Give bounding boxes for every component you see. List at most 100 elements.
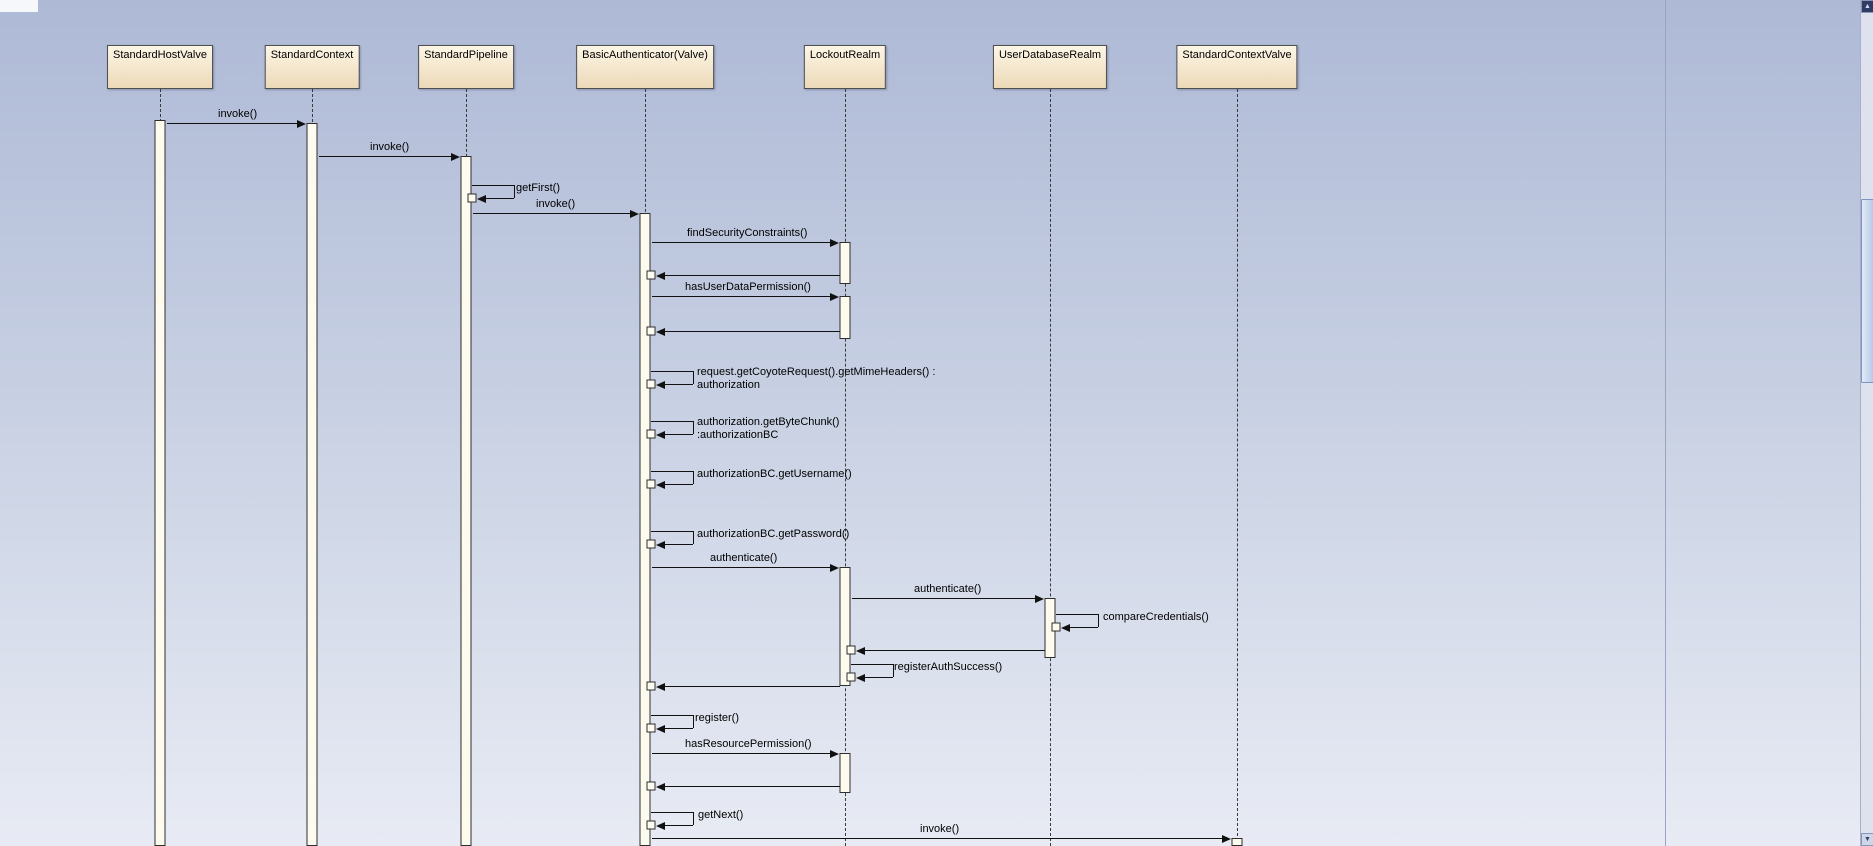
- arrowhead-right-icon: [829, 293, 839, 301]
- participant-header-userdatabaserealm[interactable]: UserDatabaseRealm: [992, 45, 1108, 89]
- arrowhead-left-icon: [855, 674, 865, 682]
- call-message-line: [651, 567, 831, 568]
- participant-header-standardhostvalve[interactable]: StandardHostValve: [107, 45, 213, 89]
- return-message-line: [664, 275, 840, 276]
- arrowhead-left-icon: [655, 783, 665, 791]
- self-message-top-line: [650, 421, 693, 422]
- arrowhead-right-icon: [829, 239, 839, 247]
- message-label: register(): [695, 712, 740, 724]
- arrowhead-left-icon: [655, 431, 665, 439]
- return-marker-square: [646, 379, 655, 389]
- self-message-bottom-line: [664, 825, 693, 826]
- arrowhead-right-icon: [829, 750, 839, 758]
- self-message-side-line: [692, 531, 694, 544]
- message-label: hasResourcePermission(): [685, 738, 812, 750]
- arrowhead-right-icon: [1034, 595, 1044, 603]
- return-marker-square: [646, 479, 655, 489]
- self-message-side-line: [692, 715, 694, 728]
- activation-bar-standardcontext: [306, 123, 318, 846]
- self-message-side-line: [692, 421, 694, 434]
- call-message-line: [651, 753, 831, 754]
- return-marker-square: [646, 326, 655, 336]
- canvas-corner: [0, 0, 38, 12]
- message-label: invoke(): [218, 108, 258, 120]
- arrowhead-left-icon: [655, 328, 665, 336]
- return-marker-square: [646, 820, 655, 830]
- message-label: invoke(): [370, 141, 410, 153]
- scroll-up-icon[interactable]: ▲: [1861, 0, 1873, 13]
- arrowhead-right-icon: [829, 564, 839, 572]
- self-message-top-line: [650, 371, 693, 372]
- scrollbar-thumb[interactable]: [1861, 199, 1873, 383]
- activation-bar-standardpipeline: [460, 156, 472, 846]
- self-message-side-line: [692, 471, 694, 484]
- self-message-top-line: [650, 812, 693, 813]
- message-label: invoke(): [920, 823, 960, 835]
- participant-header-basicauthenticator-valve[interactable]: BasicAuthenticator(Valve): [576, 45, 714, 89]
- return-marker-square: [646, 270, 655, 280]
- call-message-line: [651, 838, 1223, 839]
- return-marker-square: [646, 681, 655, 691]
- participant-header-standardcontext[interactable]: StandardContext: [264, 45, 360, 89]
- participant-header-standardpipeline[interactable]: StandardPipeline: [418, 45, 514, 89]
- activation-bar-standardhostvalve: [154, 120, 166, 846]
- lifeline-lockoutrealm: [845, 89, 846, 846]
- return-message-line: [664, 331, 840, 332]
- return-marker-square: [846, 672, 855, 682]
- return-marker-square: [646, 429, 655, 439]
- arrowhead-left-icon: [655, 683, 665, 691]
- self-message-top-line: [650, 531, 693, 532]
- self-message-bottom-line: [664, 544, 693, 545]
- message-label: registerAuthSuccess(): [894, 661, 1003, 673]
- arrowhead-left-icon: [655, 272, 665, 280]
- return-message-line: [864, 650, 1045, 651]
- lifeline-userdatabaserealm: [1050, 89, 1051, 846]
- self-message-top-line: [650, 471, 693, 472]
- arrowhead-right-icon: [1221, 835, 1231, 843]
- self-message-side-line: [513, 185, 515, 198]
- arrowhead-right-icon: [629, 210, 639, 218]
- vertical-scrollbar[interactable]: ▲ ▼: [1860, 0, 1873, 846]
- return-marker-square: [646, 781, 655, 791]
- message-label: findSecurityConstraints(): [687, 227, 808, 239]
- activation-bar-standardcontextvalve: [1231, 838, 1243, 846]
- message-label: authorizationBC.getPassword(): [697, 528, 850, 540]
- arrowhead-left-icon: [1060, 624, 1070, 632]
- scroll-down-icon[interactable]: ▼: [1861, 833, 1873, 846]
- page-boundary-line: [1665, 0, 1666, 846]
- return-message-line: [664, 786, 840, 787]
- participant-header-lockoutrealm[interactable]: LockoutRealm: [803, 45, 887, 89]
- self-message-side-line: [892, 664, 894, 677]
- participant-header-standardcontextvalve[interactable]: StandardContextValve: [1176, 45, 1298, 89]
- message-label: authorization.getByteChunk(): [697, 416, 840, 428]
- activation-bar-lockoutrealm: [839, 296, 851, 339]
- lifeline-standardcontextvalve: [1237, 89, 1238, 846]
- self-message-bottom-line: [485, 198, 514, 199]
- self-message-top-line: [471, 185, 514, 186]
- arrowhead-left-icon: [655, 381, 665, 389]
- message-label: getNext(): [698, 809, 744, 821]
- call-message-line: [651, 242, 831, 243]
- return-marker-square: [1051, 622, 1060, 632]
- activation-bar-lockoutrealm: [839, 753, 851, 793]
- message-label: hasUserDataPermission(): [685, 281, 811, 293]
- self-message-top-line: [1055, 614, 1098, 615]
- call-message-line: [851, 598, 1036, 599]
- return-marker-square: [646, 539, 655, 549]
- return-marker-square: [467, 193, 476, 203]
- message-label: request.getCoyoteRequest().getMimeHeader…: [697, 366, 936, 378]
- self-message-top-line: [850, 664, 893, 665]
- self-message-bottom-line: [664, 434, 693, 435]
- message-label: compareCredentials(): [1103, 611, 1209, 623]
- activation-bar-lockoutrealm: [839, 242, 851, 284]
- message-label: authorizationBC.getUsername(): [697, 468, 852, 480]
- call-message-line: [318, 156, 452, 157]
- arrowhead-left-icon: [855, 647, 865, 655]
- self-message-side-line: [1097, 614, 1099, 627]
- activation-bar-basicauthenticator-valve: [639, 213, 651, 846]
- self-message-bottom-line: [1069, 627, 1098, 628]
- return-marker-square: [846, 645, 855, 655]
- call-message-line: [472, 213, 631, 214]
- message-label: invoke(): [536, 198, 576, 210]
- activation-bar-lockoutrealm: [839, 567, 851, 686]
